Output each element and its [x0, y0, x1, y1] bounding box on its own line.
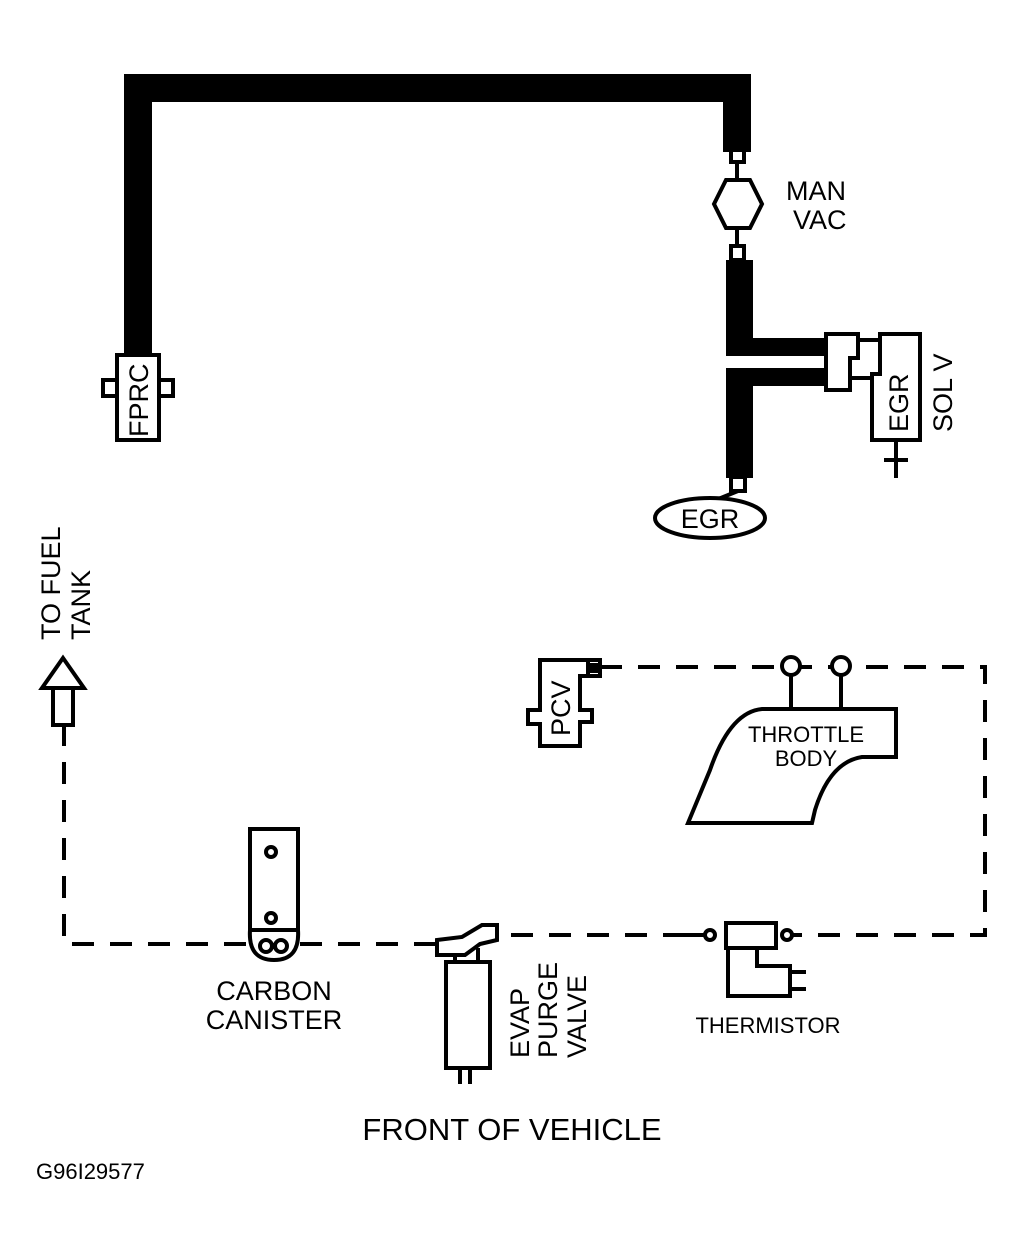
- man-vac-component: MAN VAC: [711, 148, 847, 262]
- throttle-body-label-line1: THROTTLE: [748, 722, 864, 747]
- evap-purge-valve-label-line3: VALVE: [562, 975, 592, 1058]
- thermistor-label: THERMISTOR: [695, 1013, 840, 1038]
- evap-purge-valve-label-line2: PURGE: [533, 962, 563, 1058]
- carbon-canister-label-line2: CANISTER: [206, 1005, 343, 1035]
- to-fuel-tank-arrow: TO FUEL TANK: [36, 526, 96, 727]
- pcv-component: PCV: [526, 658, 602, 748]
- fprc-label: FPRC: [124, 364, 154, 438]
- figure-code: G96I29577: [36, 1159, 145, 1184]
- pcv-label: PCV: [546, 680, 576, 736]
- man-vac-label-line2: VAC: [793, 205, 847, 235]
- man-vac-label-line1: MAN: [786, 176, 846, 206]
- throttle-body-component: THROTTLE BODY: [685, 655, 898, 825]
- evap-purge-valve-component: EVAP PURGE VALVE: [435, 923, 592, 1084]
- to-fuel-tank-label-line1: TO FUEL: [36, 526, 66, 640]
- thermistor-component: THERMISTOR: [695, 921, 841, 1038]
- to-fuel-tank-label-line2: TANK: [66, 570, 96, 640]
- egr-valve-component: EGR: [653, 489, 767, 540]
- carbon-canister-label-line1: CARBON: [216, 976, 332, 1006]
- egr-sol-v-side-label: SOL V: [928, 353, 958, 432]
- evap-purge-valve-label-line1: EVAP: [505, 988, 535, 1058]
- front-of-vehicle-label: FRONT OF VEHICLE: [362, 1112, 661, 1147]
- throttle-body-label-line2: BODY: [775, 746, 838, 771]
- egr-label: EGR: [681, 504, 740, 534]
- egr-sol-v-component: EGR SOL V: [824, 332, 958, 478]
- solid-hose-tee: [726, 260, 830, 493]
- carbon-canister-component: CARBON CANISTER: [206, 827, 343, 1035]
- egr-sol-v-inner-label: EGR: [884, 373, 914, 432]
- solid-hose-fprc-to-manvac: [124, 74, 751, 355]
- fprc-component: FPRC: [101, 353, 175, 442]
